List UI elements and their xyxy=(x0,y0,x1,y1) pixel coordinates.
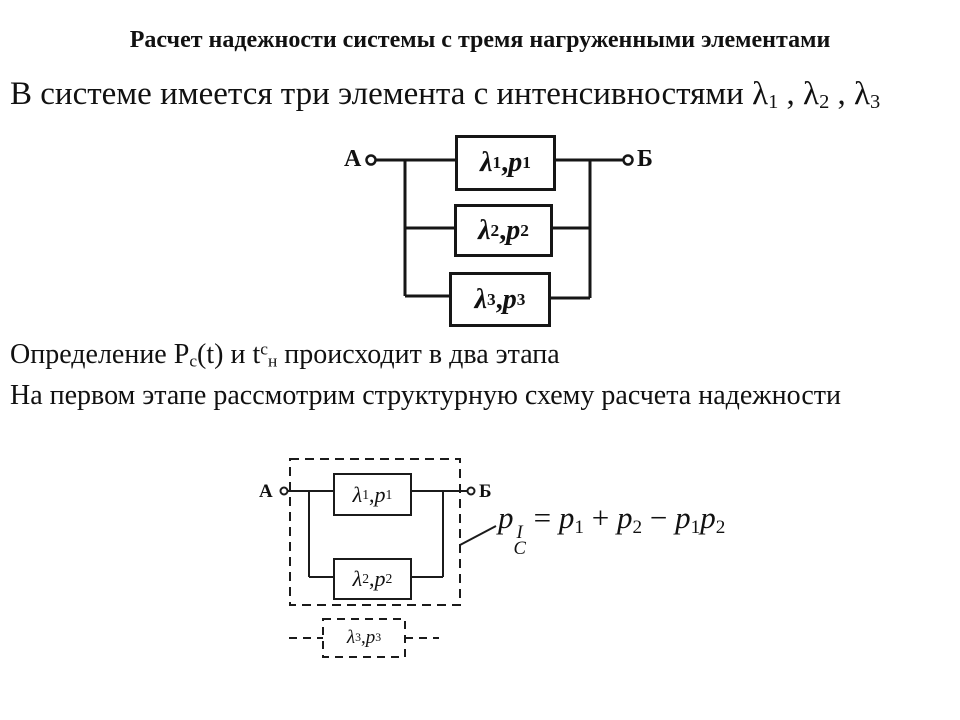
node-label-a: А xyxy=(344,146,362,172)
terminal-b-circle xyxy=(466,486,476,496)
diagram1-wiring xyxy=(365,154,634,300)
slide-title: Расчет надежности системы с тремя нагруж… xyxy=(129,27,831,53)
block-lambda-symbol: λ xyxy=(474,283,488,315)
step1-part: Определение P xyxy=(10,339,190,370)
formula-subscript: C xyxy=(513,538,526,560)
block-lambda-symbol: λ xyxy=(478,214,491,246)
block-p-symbol: p xyxy=(365,627,376,648)
lambda-2-symbol: λ xyxy=(803,76,820,112)
block-p-symbol: p xyxy=(374,481,386,507)
lambda-separator: , xyxy=(829,76,855,112)
p-system-subscript: с xyxy=(189,351,198,371)
diagram2-wiring xyxy=(279,458,497,658)
block-comma: , xyxy=(369,566,375,591)
terminal-a-circle xyxy=(365,154,377,166)
formula-p1: p xyxy=(558,500,575,535)
formula-p1b: p xyxy=(675,500,691,535)
lambda-1-symbol: λ xyxy=(752,76,769,112)
step2-text: На первом этапе рассмотрим структурную с… xyxy=(10,380,841,411)
node-label-a: А xyxy=(259,481,273,502)
block-lambda-symbol: λ xyxy=(346,627,356,648)
block-p-symbol: p xyxy=(502,283,517,315)
formula-p2b: p xyxy=(700,500,716,535)
intro-text: В системе имеется три элемента с интенси… xyxy=(10,76,753,112)
block-comma: , xyxy=(495,283,503,315)
step1-text: Определение Pс(t) и tсн происходит в два… xyxy=(10,339,560,371)
formula-p2: p xyxy=(616,500,633,535)
formula-p1-index: 1 xyxy=(574,516,584,538)
block-comma: , xyxy=(360,627,366,648)
lambda-3-symbol: λ xyxy=(854,76,871,112)
block-p-symbol: p xyxy=(506,214,521,246)
formula-p2b-index: 2 xyxy=(715,516,726,538)
intro-sentence: В системе имеется три элемента с интенси… xyxy=(10,76,880,113)
t-subscript: н xyxy=(267,351,278,371)
terminal-a-circle xyxy=(279,486,289,496)
formula-p2-index: 2 xyxy=(632,516,643,538)
block-comma: , xyxy=(369,481,375,507)
formula-pointer-line xyxy=(459,525,497,546)
step1-part: (t) и t xyxy=(197,339,261,370)
block-lambda-symbol: λ xyxy=(352,481,363,507)
block-p-symbol: p xyxy=(508,147,523,178)
block-lambda-symbol: λ xyxy=(352,566,363,591)
formula-p1b-index: 1 xyxy=(690,516,701,538)
formula-p: p xyxy=(498,500,514,535)
formula-equals: = xyxy=(525,500,559,535)
lambda-2-index: 2 xyxy=(819,91,830,114)
lambda-separator: , xyxy=(778,76,804,112)
block-comma: , xyxy=(501,147,509,178)
node-label-b: Б xyxy=(479,481,492,502)
formula-minus: − xyxy=(642,500,676,535)
lambda-3-index: 3 xyxy=(870,91,881,114)
step1-part: происходит в два этапа xyxy=(277,339,560,370)
block-comma: , xyxy=(499,214,507,246)
formula-plus: + xyxy=(584,500,617,535)
formula-superscript: I xyxy=(516,522,523,544)
block-p-symbol: p xyxy=(374,566,386,591)
t-superscript: с xyxy=(260,339,268,359)
node-label-b: Б xyxy=(637,146,653,172)
lambda-1-index: 1 xyxy=(768,91,779,114)
dashed-group-outline xyxy=(289,458,461,606)
terminal-b-circle xyxy=(622,154,634,166)
block-lambda-symbol: λ xyxy=(480,147,493,178)
